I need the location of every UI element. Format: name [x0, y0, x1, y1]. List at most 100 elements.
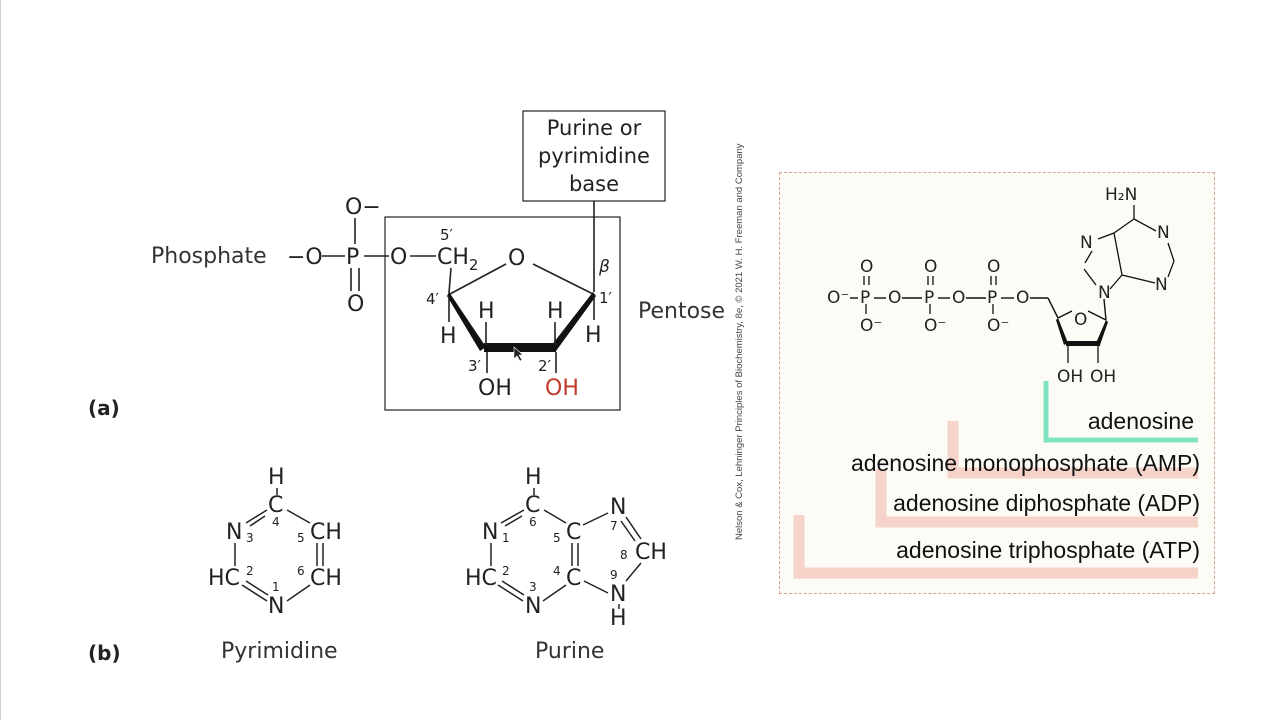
atp-o-1: O	[888, 288, 901, 308]
pyr-h-top: H	[268, 465, 285, 490]
phosphate-label: Phosphate	[151, 244, 267, 269]
bond-c4-o	[449, 263, 507, 295]
base-structures-diagram: H C 4 N 3 CH 5 HC 2 CH 6 1 N H C 6 N 1 C…	[208, 465, 667, 631]
pur-num-6: 6	[529, 515, 537, 529]
pur-bond-c2-n3-b	[501, 580, 525, 596]
atp-o-top-2: O	[924, 257, 937, 277]
adenosine-label: adenosine	[1087, 408, 1194, 434]
o-double: O	[347, 292, 364, 317]
pur-h-top: H	[525, 465, 542, 490]
ribose-bold-bond	[1066, 341, 1100, 346]
ribose-oh-3: OH	[1057, 367, 1083, 387]
pur-bond-c5-n7	[582, 512, 609, 526]
pyr-num-2: 2	[246, 564, 254, 578]
adenine-n1: N	[1157, 223, 1170, 243]
pur-num-8: 8	[620, 548, 628, 562]
pur-n3: N	[525, 594, 541, 619]
c4-number: 4′	[426, 290, 440, 308]
pur-hc2: HC	[465, 566, 497, 591]
pyr-bond-c2-n1-b	[245, 580, 269, 596]
pur-c5: C	[566, 520, 581, 545]
h-c1: H	[585, 323, 602, 348]
pur-bond-c8-n9	[625, 562, 642, 582]
pur-n1: N	[482, 520, 498, 545]
pyr-hc2: HC	[208, 566, 240, 591]
bold-bond-c3-c2	[484, 343, 556, 352]
pur-num-1: 1	[502, 531, 510, 545]
pur-n9: N	[610, 582, 626, 607]
h-c3-up: H	[478, 299, 495, 324]
pur-num-7: 7	[610, 519, 618, 533]
atp-o-top-3: O	[987, 257, 1000, 277]
c1-number: 1′	[599, 289, 613, 307]
pur-bond-c4-n9	[583, 580, 609, 594]
pur-bond-c4-n3	[542, 584, 567, 602]
wedge-c4-c3	[447, 292, 486, 351]
atp-o-minus-b2: O⁻	[924, 316, 946, 336]
atp-o-minus-b1: O⁻	[860, 316, 882, 336]
atp-p-alpha: P	[987, 288, 997, 308]
amp-label: adenosine monophosphate (AMP)	[850, 450, 1200, 476]
oh-c2: OH	[545, 376, 579, 401]
bracket-adp	[875, 469, 1198, 528]
pyr-n1: N	[268, 594, 284, 619]
bracket-atp	[793, 515, 1198, 579]
pyr-num-3: 3	[246, 531, 254, 545]
ribose-wedge-right	[1096, 320, 1108, 345]
bond-o-c1	[532, 263, 594, 295]
pur-bond-c2-n3-a	[497, 584, 524, 602]
pyr-c5: CH	[310, 520, 342, 545]
pur-bond-n7-c8-a	[625, 516, 642, 540]
oh-c3: OH	[478, 376, 512, 401]
ribose-c4-o	[1057, 310, 1073, 319]
pyr-num-4: 4	[272, 515, 280, 529]
ribose-oh-2: OH	[1090, 367, 1116, 387]
pyr-bond-c6-n1	[286, 584, 311, 602]
pur-num-9: 9	[610, 568, 618, 582]
c5-number: 5′	[440, 226, 454, 244]
pur-num-5: 5	[553, 531, 561, 545]
pur-c4: C	[566, 566, 581, 591]
atp-o-2: O	[952, 288, 965, 308]
pentose-box	[384, 216, 621, 411]
ring-o: O	[508, 246, 525, 271]
phosphate-brackets	[793, 381, 1198, 579]
bracket-amp	[947, 421, 1198, 479]
o-minus-top: O−	[345, 195, 381, 220]
adenine-n9: N	[1098, 283, 1111, 303]
pyrimidine-structure: H C 4 N 3 CH 5 HC 2 CH 6 1 N	[208, 465, 342, 619]
slide-left-edge	[0, 0, 1, 720]
ribose-ch2	[1047, 297, 1059, 319]
pur-num-3: 3	[529, 580, 537, 594]
atp-o-top-1: O	[860, 257, 873, 277]
pyr-c6: CH	[310, 566, 342, 591]
adenine-n7: N	[1080, 233, 1093, 253]
o-bridge: O	[390, 245, 407, 270]
bracket-adenosine	[1043, 381, 1198, 443]
pur-c6: C	[525, 493, 540, 518]
pyrimidine-name: Pyrimidine	[221, 639, 338, 664]
pyr-bond-c2-n1-a	[241, 584, 268, 602]
mouse-cursor	[513, 346, 524, 362]
atp-o-minus-b3: O⁻	[987, 316, 1009, 336]
ch2: CH2	[437, 245, 478, 274]
bond-c5-c4	[448, 267, 452, 294]
c2-number: 2′	[538, 357, 552, 375]
beta-symbol: β	[598, 257, 610, 277]
ribose-wedge-left	[1056, 318, 1068, 345]
pur-c8: CH	[635, 540, 667, 565]
pur-bond-c6-c5	[543, 509, 567, 524]
atp-structure-diagram: O⁻ P O P O P O O O O O⁻ O⁻	[793, 185, 1198, 579]
pyr-c4: C	[268, 493, 283, 518]
pur-n7: N	[610, 495, 626, 520]
h-c2-up: H	[547, 299, 564, 324]
ribose-c1-n9	[1103, 298, 1107, 321]
pyr-num-5: 5	[297, 531, 305, 545]
ribose-o-c1	[1087, 310, 1107, 321]
adenine-n3: N	[1155, 275, 1168, 295]
nucleotide-structure-diagram: Purine or pyrimidine base O− −O P O O 5′…	[287, 110, 666, 411]
atp-panel: O⁻ P O P O P O O O O O⁻ O⁻	[779, 172, 1215, 594]
panel-a-label: (a)	[88, 396, 120, 420]
pyr-num-6: 6	[297, 564, 305, 578]
pyr-num-1: 1	[272, 580, 280, 594]
